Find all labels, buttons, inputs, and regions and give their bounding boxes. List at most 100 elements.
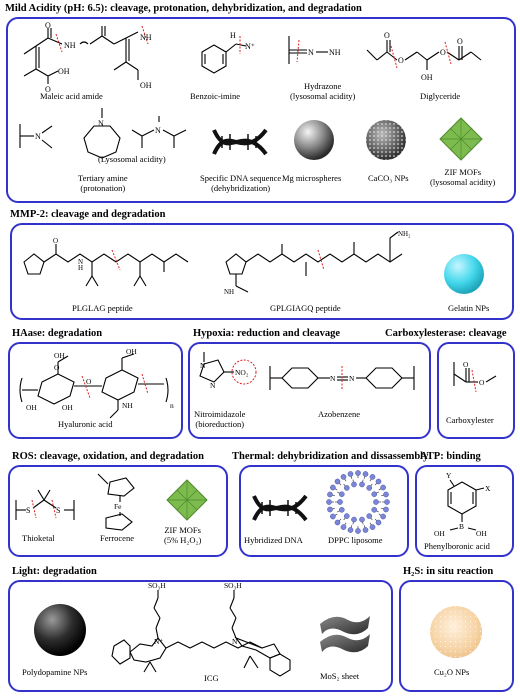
icg-so3h-1: SO₃H <box>148 581 166 590</box>
plglag-o-1: O <box>53 237 58 245</box>
mg-microsphere-icon <box>294 120 334 160</box>
caco3-np-icon <box>366 120 406 160</box>
maleic-o2-label: O <box>45 85 51 94</box>
label-gelatin-nps: Gelatin NPs <box>448 303 490 313</box>
label-polydopamine: Polydopamine NPs <box>22 667 88 677</box>
ha-o-2: O <box>86 377 92 386</box>
section-title-hypoxia: Hypoxia: reduction and cleavage <box>193 328 341 339</box>
panel-mmp2 <box>10 223 514 320</box>
ha-oh-1: OH <box>54 351 65 360</box>
label-diglyceride: Diglyceride <box>420 91 461 101</box>
label-nitro-sub: (bioreduction) <box>195 418 245 429</box>
zif-mof-icon <box>439 117 483 161</box>
diglyceride-oh: OH <box>421 73 433 82</box>
label-thioketal: Thioketal <box>22 533 55 543</box>
carboxylester-o-2: O <box>479 378 485 387</box>
benzoic-h-label: H <box>230 31 236 40</box>
panel-mild-acidity <box>6 17 516 203</box>
panel-h2s <box>399 580 514 692</box>
label-hyaluronic-acid: Hyaluronic acid <box>58 419 113 429</box>
section-title-thermal: Thermal: dehybridization and dissassembl… <box>232 451 429 462</box>
section-title-mmp2: MMP-2: cleavage and degradation <box>10 209 166 220</box>
label-cu2o: Cu₂O NPs <box>434 667 470 677</box>
pba-b-label: B <box>459 522 464 531</box>
section-title-atp: ATP: binding <box>420 451 481 462</box>
phenylboronic-acid-structure: Y X B OH OH <box>434 471 491 538</box>
nitro-no2-label: NO₂ <box>235 368 249 377</box>
panel-atp <box>415 465 514 557</box>
pba-oh-2: OH <box>476 529 487 538</box>
ferrocene-structure: Fe <box>97 473 135 531</box>
tertiary-n-3: N <box>155 126 161 135</box>
label-dna-main: Specific DNA sequence <box>200 173 282 183</box>
ha-oh-2: OH <box>126 347 137 356</box>
label-nitroimidazole: Nitroimidazole(bioreduction) <box>194 409 245 430</box>
section-title-haase: HAase: degradation <box>12 328 103 339</box>
panel-carboxylesterase <box>437 342 515 439</box>
icg-structure: SO₃H SO₃H N⁺ N <box>111 581 291 677</box>
hydrazone-structure: N NH <box>288 36 341 64</box>
hyaluronic-acid-structure: OH O OH OH OH O NH n <box>19 347 174 419</box>
label-carboxylester: Carboxylester <box>446 415 494 425</box>
label-hybridized-dna: Hybridized DNA <box>244 535 303 545</box>
hybridized-dna-icon <box>252 494 308 522</box>
dppc-liposome-icon <box>326 470 390 534</box>
label-dna-sub: (dehybridization) <box>211 182 271 193</box>
plglag-peptide-structure: O H N <box>23 237 189 287</box>
panel-haase <box>8 342 183 439</box>
polydopamine-np-icon <box>34 604 86 656</box>
ha-oh-3: OH <box>26 403 37 412</box>
azobenzene-structure: N N <box>269 366 415 390</box>
maleic-nh-label: NH <box>64 41 76 50</box>
icg-so3h-2: SO₃H <box>224 581 242 590</box>
benzoic-imine-structure: H N⁺ <box>201 31 255 74</box>
maleic-oh-label-2: OH <box>140 81 152 90</box>
label-gplgiagq: GPLGIAGQ peptide <box>270 303 341 313</box>
azo-n-2: N <box>349 374 355 383</box>
maleic-o-label: O <box>45 21 51 30</box>
nitro-n-2: N <box>210 381 216 390</box>
label-zif-main: ZIF MOFs <box>444 167 481 177</box>
thioketal-s-2: S <box>56 506 60 515</box>
label-lysosomal-acidity: (Lysosomal acidity) <box>98 154 166 164</box>
section-title-ros: ROS: cleavage, oxidation, and degradatio… <box>12 451 204 462</box>
section-title-light: Light: degradation <box>12 566 97 577</box>
label-dppc-liposome: DPPC liposome <box>328 535 383 545</box>
carboxylester-o-1: O <box>463 360 469 369</box>
gplgiagq-nh2: NH₂ <box>398 230 411 238</box>
pba-y-label: Y <box>446 471 452 480</box>
section-title-mild-acidity: Mild Acidity (pH: 6.5): cleavage, proton… <box>5 3 362 14</box>
maleic-acid-amide-structure-2: NH OH <box>89 25 152 90</box>
label-maleic-acid-amide: Maleic acid amide <box>40 91 103 101</box>
dna-icon <box>212 128 268 156</box>
thioketal-structure: S S <box>15 489 75 520</box>
label-zif-sub: (lysosomal acidity) <box>430 176 496 187</box>
mos2-sheet-icon <box>320 616 370 653</box>
label-icg: ICG <box>204 673 219 683</box>
panel-ros <box>8 465 228 557</box>
diglyceride-structure: O O OH O O <box>366 31 482 82</box>
gplgiagq-hn: NH <box>224 288 234 296</box>
label-zif-ros: ZIF MOFs(5% H₂O₂) <box>164 525 202 546</box>
gplgiagq-peptide-structure: NH₂ NH <box>224 230 411 296</box>
hydrazone-n-label: N <box>308 48 314 57</box>
plglag-h-1: H <box>78 264 83 272</box>
panel-light <box>8 580 393 692</box>
diglyceride-o-1: O <box>384 31 390 40</box>
label-phenylboronic-acid: Phenylboronic acid <box>424 541 490 551</box>
label-zif-ros-sub: (5% H₂O₂) <box>164 534 202 545</box>
gelatin-np-icon <box>444 254 484 294</box>
nitro-n-1: N <box>200 361 206 370</box>
maleic-oh-label: OH <box>58 67 70 76</box>
diglyceride-o-4: O <box>457 37 463 46</box>
label-tertiary-amine: Tertiary amine(protonation) <box>78 173 128 194</box>
pba-oh-1: OH <box>434 529 445 538</box>
panel-hypoxia <box>188 342 431 439</box>
diglyceride-o-3: O <box>440 48 446 57</box>
label-tertiary-sub: (protonation) <box>80 182 126 193</box>
ha-nh: NH <box>122 401 133 410</box>
pba-x-label: X <box>485 484 491 493</box>
cu2o-np-icon <box>430 606 482 658</box>
label-zif-mofs: ZIF MOFs(lysosomal acidity) <box>430 167 496 188</box>
tertiary-n-1: N <box>35 132 41 141</box>
